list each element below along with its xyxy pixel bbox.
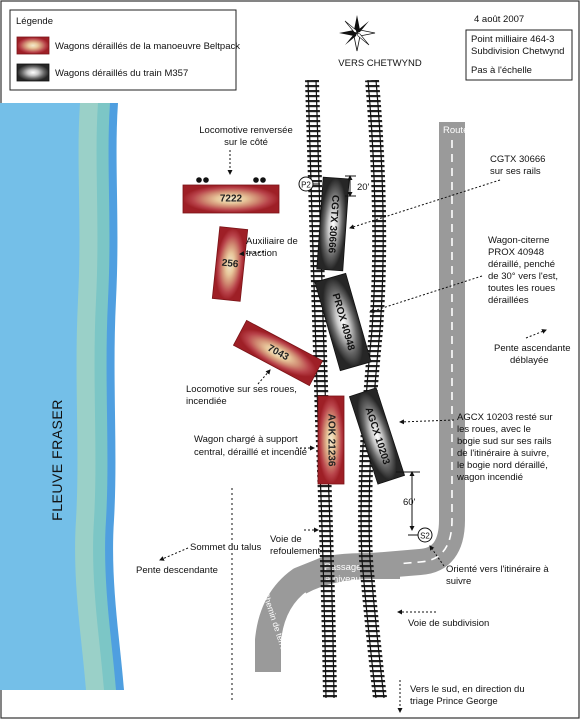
overturned-loco-wheels xyxy=(196,177,266,183)
signal-s2-label: S2 xyxy=(420,532,430,541)
annot-loco-overturned-l1: Locomotive renversée xyxy=(199,125,292,136)
crossing-label-line1: Passage xyxy=(325,562,362,573)
compass-label: VERS CHETWYND xyxy=(338,58,422,69)
annot-agcx-l1: AGCX 10203 resté sur xyxy=(457,412,553,423)
legend-item-beltpack: Wagons déraillés de la manoeuvre Beltpac… xyxy=(55,41,240,52)
distance-20ft: 20' xyxy=(345,175,370,197)
legend-swatch-m357 xyxy=(16,63,50,82)
annot-downhill: Pente descendante xyxy=(136,565,218,576)
info-scale: Pas à l'échelle xyxy=(471,65,532,76)
car-body-prox-40948 xyxy=(314,272,372,372)
compass-rose-icon xyxy=(339,15,376,52)
road-label: Route xyxy=(443,125,468,136)
level-crossing: Passage à niveau xyxy=(293,553,400,594)
legend-item-m357: Wagons déraillés du train M357 xyxy=(55,68,188,79)
car-label-256: 256 xyxy=(221,258,239,271)
annot-cgtx-l2: sur ses rails xyxy=(490,166,541,177)
annot-agcx-l4: de l'itinéraire à suivre, xyxy=(457,448,549,459)
annotation-loco-wheels: Locomotive sur ses roues, incendiée xyxy=(186,369,297,407)
annotation-route-dir: Orienté vers l'itinéraire à suivre xyxy=(429,545,549,587)
car-label-cgtx-30666: CGTX 30666 xyxy=(325,194,340,253)
info-date: 4 août 2007 xyxy=(474,14,524,25)
annot-prox-l5: toutes les roues xyxy=(488,283,555,294)
annotation-south: Vers le sud, en direction du triage Prin… xyxy=(397,680,525,713)
annot-cgtx-l1: CGTX 30666 xyxy=(490,154,545,165)
annot-prox-l1: Wagon-citerne xyxy=(488,235,549,246)
annot-wagon-loaded-l2: central, déraillé et incendié xyxy=(194,447,307,458)
distance-60ft-label: 60' xyxy=(403,497,416,508)
annot-wagon-loaded-l1: Wagon chargé à support xyxy=(194,434,298,445)
annot-prox-l2: PROX 40948 xyxy=(488,247,544,258)
annot-agcx-l2: les roues, avec le xyxy=(457,424,531,435)
car-aok-21236: AOK 21236 xyxy=(317,395,345,485)
annot-route-dir-l1: Orienté vers l'itinéraire à xyxy=(446,564,549,575)
annot-subdivision: Voie de subdivision xyxy=(408,618,489,629)
annot-loco-wheels-l1: Locomotive sur ses roues, xyxy=(186,384,297,395)
annot-route-dir-l2: suivre xyxy=(446,576,471,587)
signal-p2: P2 xyxy=(298,176,320,192)
car-body-aok-21236 xyxy=(317,395,345,485)
car-body-7222 xyxy=(182,184,280,214)
annot-aux-l1: Auxiliaire de xyxy=(246,236,298,247)
car-label-7222: 7222 xyxy=(220,194,243,205)
annot-uphill-l1: Pente ascendante xyxy=(494,343,571,354)
annot-uphill-l2: déblayée xyxy=(510,355,549,366)
annot-agcx-l6: wagon incendié xyxy=(456,472,523,483)
annot-agcx-l3: bogie sud sur ses rails xyxy=(457,436,552,447)
annot-loco-wheels-l2: incendiée xyxy=(186,396,227,407)
distance-60ft: 60' xyxy=(396,471,420,531)
car-body-7043 xyxy=(232,319,324,387)
signal-s2: S2 xyxy=(408,527,433,543)
car-7222: 7222 xyxy=(182,184,280,214)
annot-siding-l1: Voie de xyxy=(270,534,302,545)
info-subdivision: Subdivision Chetwynd xyxy=(471,46,564,57)
annotation-siding: Voie de refoulement xyxy=(270,527,321,557)
river-label: FLEUVE FRASER xyxy=(49,399,65,521)
annotation-loco-overturned: Locomotive renversée sur le côté xyxy=(199,125,293,175)
annotation-prox: Wagon-citerne PROX 40948 déraillé, pench… xyxy=(369,235,558,314)
fraser-river: FLEUVE FRASER xyxy=(0,103,124,690)
car-label-aok-21236: AOK 21236 xyxy=(326,414,337,467)
annot-prox-l3: déraillé, penché xyxy=(488,259,555,270)
annot-prox-l4: de 30° vers l'est, xyxy=(488,271,558,282)
annotation-aux: Auxiliaire de traction xyxy=(239,236,298,259)
car-body-256 xyxy=(211,226,249,302)
annotation-agcx: AGCX 10203 resté sur les roues, avec le … xyxy=(399,412,553,483)
annotation-crest: Sommet du talus xyxy=(190,488,262,700)
annot-agcx-l5: le bogie nord déraillé, xyxy=(457,460,548,471)
annotation-subdivision: Voie de subdivision xyxy=(397,609,489,629)
annot-loco-overturned-l2: sur le côté xyxy=(224,137,268,148)
crossing-label-line2: à niveau xyxy=(325,574,361,585)
annot-south-l2: triage Prince George xyxy=(410,696,498,707)
annotation-wagon-loaded: Wagon chargé à support central, déraillé… xyxy=(194,434,315,458)
distance-20ft-label: 20' xyxy=(357,182,370,193)
car-body-cgtx-30666 xyxy=(316,176,350,272)
legend-title: Légende xyxy=(16,16,53,27)
car-7043: 7043 xyxy=(232,319,324,387)
car-agcx-10203: AGCX 10203 xyxy=(348,387,406,485)
annot-siding-l2: refoulement xyxy=(270,546,321,557)
car-256: 256 xyxy=(211,226,249,302)
annot-prox-l6: déraillées xyxy=(488,295,529,306)
info-mile: Point milliaire 464-3 xyxy=(471,34,554,45)
annotation-cgtx: CGTX 30666 sur ses rails xyxy=(349,154,545,230)
car-cgtx-30666: CGTX 30666 xyxy=(316,176,350,272)
car-body-agcx-10203 xyxy=(348,387,406,485)
annotation-downhill: Pente descendante xyxy=(136,547,218,576)
annot-aux-l1b: traction xyxy=(246,248,277,259)
info-box: 4 août 2007 Point milliaire 464-3 Subdiv… xyxy=(465,14,573,81)
annot-south-l1: Vers le sud, en direction du xyxy=(410,684,525,695)
car-prox-40948: PROX 40948 xyxy=(314,272,372,372)
legend: Légende Wagons déraillés de la manoeuvre… xyxy=(9,9,240,91)
signal-p2-label: P2 xyxy=(301,181,311,190)
legend-swatch-beltpack xyxy=(16,36,50,55)
annotation-uphill: Pente ascendante déblayée xyxy=(494,329,571,366)
annot-crest: Sommet du talus xyxy=(190,542,262,553)
